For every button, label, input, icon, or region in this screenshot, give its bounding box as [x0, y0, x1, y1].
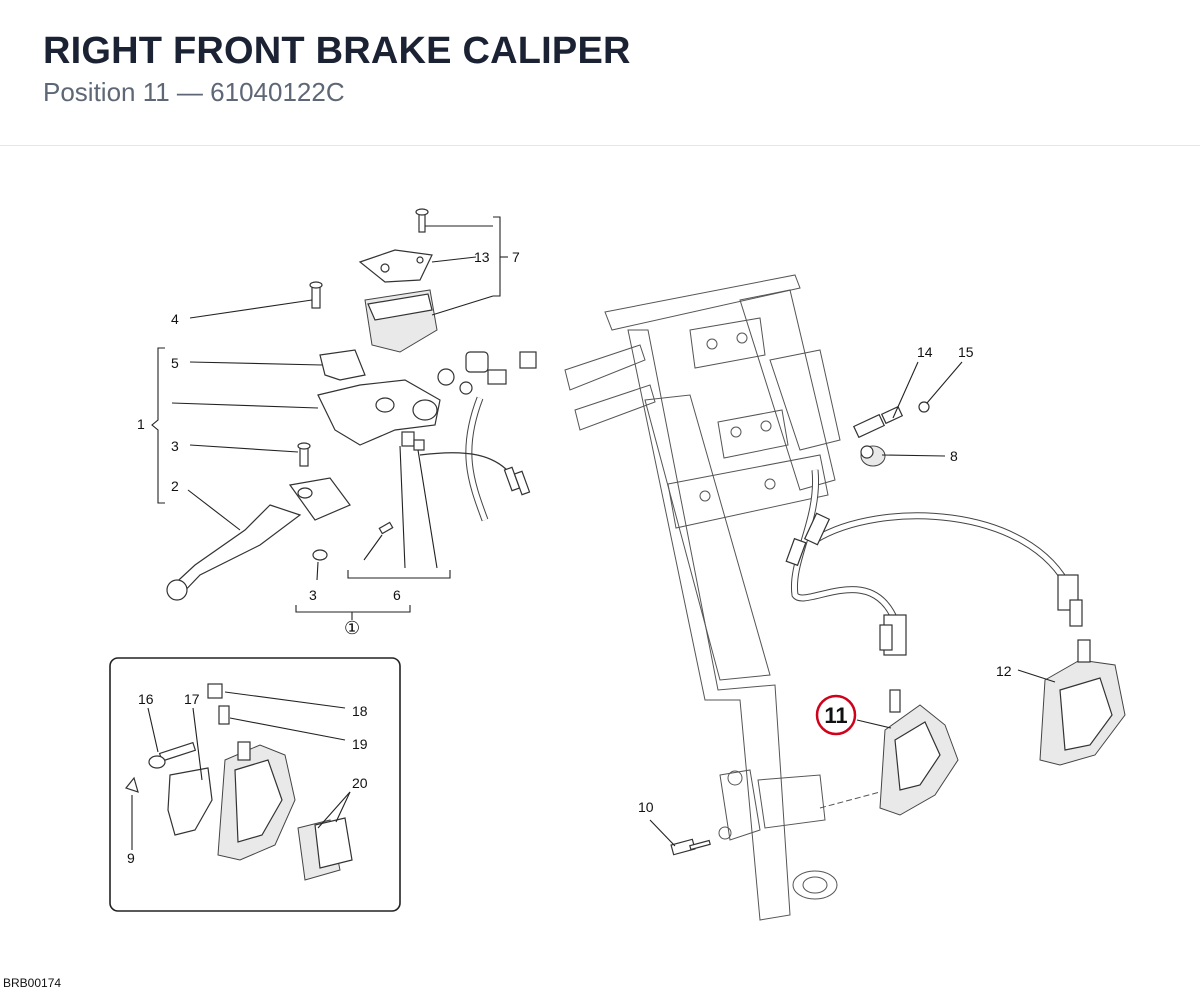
- callout-8: 8: [950, 448, 958, 464]
- highlight-ring: [815, 694, 857, 736]
- highlighted-callout-11[interactable]: 11: [815, 694, 857, 736]
- highlight-label: 11: [824, 703, 847, 728]
- callout-3-lower: 3: [309, 587, 317, 603]
- callout-4: 4: [171, 311, 179, 327]
- callout-circled-1: ①: [344, 618, 360, 638]
- callout-7: 7: [512, 249, 520, 265]
- callout-15: 15: [958, 344, 974, 360]
- page-header: RIGHT FRONT BRAKE CALIPER Position 11 — …: [0, 0, 1200, 146]
- callout-1: 1: [137, 416, 145, 432]
- caliper-side-illustration: [649, 361, 1126, 856]
- page-subtitle: Position 11 — 61040122C: [43, 77, 345, 107]
- callout-10: 10: [638, 799, 654, 815]
- callout-17: 17: [184, 691, 200, 707]
- callout-19: 19: [352, 736, 368, 752]
- callout-13: 13: [474, 249, 490, 265]
- page-title: RIGHT FRONT BRAKE CALIPER: [43, 30, 631, 72]
- front-fork-illustration: [564, 274, 881, 921]
- callout-20: 20: [352, 775, 368, 791]
- callout-18: 18: [352, 703, 368, 719]
- document-id: BRB00174: [3, 976, 62, 990]
- inset-caliper-breakdown: [109, 657, 401, 912]
- callout-16: 16: [138, 691, 154, 707]
- callout-9: 9: [127, 850, 135, 866]
- master-cylinder-illustration: [151, 208, 537, 620]
- brake-hose-lines: [785, 469, 1079, 656]
- callout-14: 14: [917, 344, 933, 360]
- callout-12: 12: [996, 663, 1012, 679]
- callout-3-upper: 3: [171, 438, 179, 454]
- callout-5: 5: [171, 355, 179, 371]
- callout-2: 2: [171, 478, 179, 494]
- callout-6: 6: [393, 587, 401, 603]
- callout-labels: 13 7 4 5 1 3 2 3 6 ① 14 15 8 12 10 16 17…: [127, 249, 1012, 866]
